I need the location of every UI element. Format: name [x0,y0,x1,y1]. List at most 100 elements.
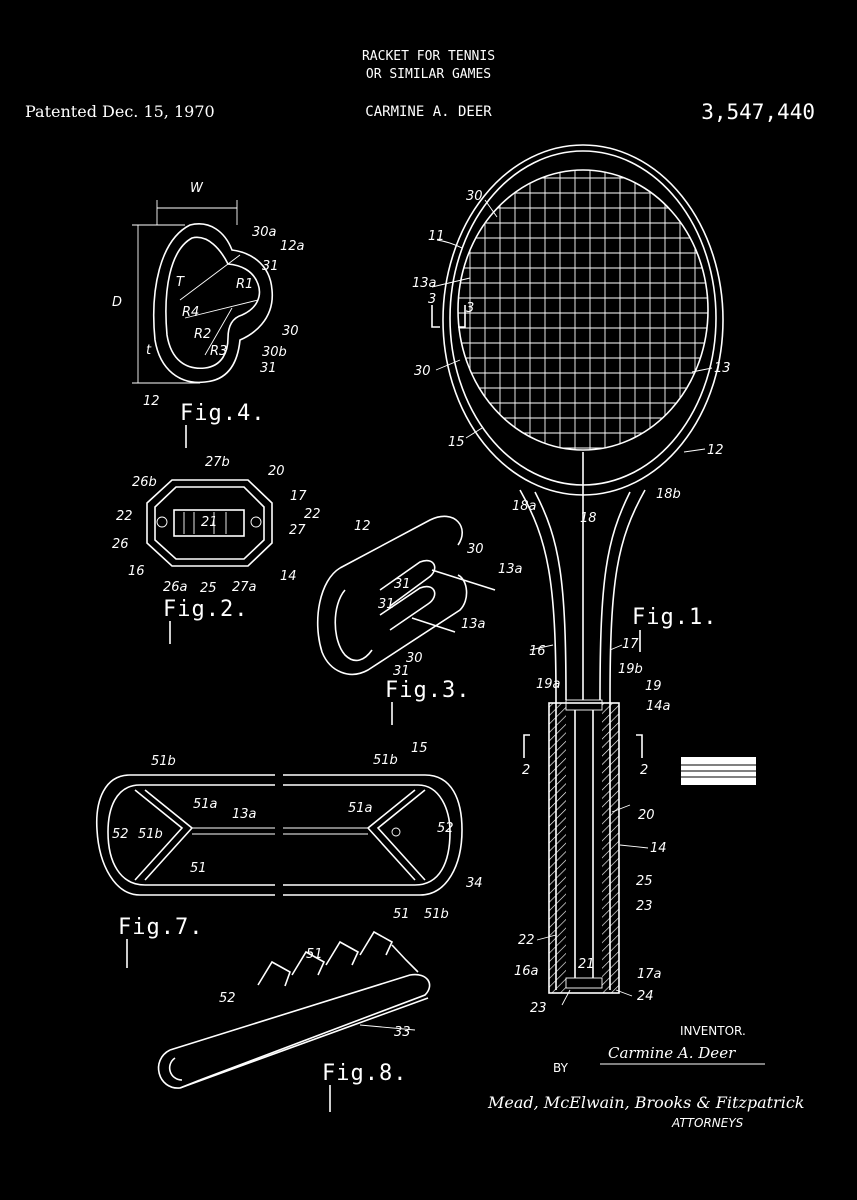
fig7-right-inner [283,784,451,886]
shaft-right-inner [599,491,631,701]
handle-cap [565,699,603,711]
fig7-label: 51a [348,801,373,816]
leader-12 [683,448,706,453]
patent-date: Patented Dec. 15, 1970 [25,102,215,121]
fig7-label: 13a [232,807,257,822]
leader-13 [691,367,713,373]
patent-number: 3,547,440 [701,100,815,124]
fig1-caption: Fig.1. [632,605,717,630]
fig3-label: 31 [393,664,410,679]
fig7-label: 51b [373,753,398,768]
fig4-chord [184,299,259,319]
fig1-label: 15 [448,435,465,450]
handle-butt [565,977,603,989]
fig1-label: 13a [412,276,437,291]
fig3-frame-top [339,515,463,569]
fig7-label: 34 [466,876,483,891]
title-line-1: RACKET FOR TENNIS [361,49,496,64]
fig7-label: 51a [193,797,218,812]
leader-30-left [435,359,461,371]
fig2-core [173,509,245,537]
fig4-label: 30a [252,225,277,240]
leader-20 [611,804,631,813]
fig7-label: 51 [190,861,207,876]
fig8-strip: 51 52 33 Fig.8. [157,930,431,1112]
fig1-label: 23 [636,899,653,914]
inventor-signature: Carmine A. Deer [608,1044,736,1062]
fig1-label: 13 [714,361,731,376]
fig1-label: 30 [466,189,483,204]
fig1-label: 21 [578,957,595,972]
fig7-label: 51 [393,907,410,922]
leader-16 [529,644,554,651]
fig1-label: 17a [637,967,662,982]
fig2-label: 27a [232,580,257,595]
racket-frame-mid [449,150,717,486]
fig2-label: 26a [163,580,188,595]
fig4-label: R2 [194,327,211,342]
fig4-label: 30 [282,324,299,339]
fig3-string-upper [431,569,496,591]
fig7-left-outline [95,774,275,896]
fig1-label: 22 [518,933,535,948]
fig1-label: 30 [414,364,431,379]
fig2-label: 16 [128,564,145,579]
fig3-frame-inner [334,589,373,662]
string-grid [458,170,708,450]
fig1-racket-drawing: 11 30 13a 3 3 30 13 15 12 18a 18 18b 16 … [412,144,731,1016]
leader-17 [609,644,623,651]
fig1-label: 12 [707,443,724,458]
fig4-label: W [190,181,204,196]
fig2-label: 22 [304,507,321,522]
fig1-label: 11 [428,229,445,244]
fig1-label: 16a [514,964,539,979]
shaft-left-outer [519,489,557,990]
fig3-label: 12 [354,519,371,534]
fig4-label: 12a [280,239,305,254]
leader-22 [536,934,557,941]
fig4-label: 31 [260,361,277,376]
fig3-caption: Fig.3. [385,678,470,703]
fig2-label: 27 [289,523,306,538]
fig1-label: 19b [618,662,643,677]
fig3-label: 30 [467,542,484,557]
fig1-label: 17 [622,637,639,652]
fig1-label: 3 [466,301,474,316]
fig4-chord [179,254,241,301]
handle-hatch-left [549,703,566,993]
fig2-caption: Fig.2. [163,597,248,622]
fig2-label: 25 [200,581,217,596]
shaft-right-outer [609,489,646,990]
inventor-block: INVENTOR. Carmine A. Deer BY Mead, McElw… [487,1024,804,1130]
fig2-handle-section: 27b 26b 20 17 22 21 27 22 26 16 26a 25 2… [112,455,321,644]
fig7-label: 51b [424,907,449,922]
fig2-inner-octagon [154,486,265,560]
fig7-caption: Fig.7. [118,915,203,940]
leader-30-top [484,199,498,218]
fig3-label: 31 [394,577,411,592]
fig2-label: 20 [268,464,285,479]
fig3-clip-upper [379,559,436,607]
by-label: BY [553,1061,569,1075]
fig1-label: 14 [650,841,667,856]
fig8-tab [325,940,360,966]
fig4-label: T [176,275,185,290]
fig4-label: R3 [210,344,227,359]
fig1-label: 23 [530,1001,547,1016]
fig2-outer-octagon [146,479,273,567]
fig3-label: 31 [378,597,395,612]
leader-15 [465,427,483,439]
shaft-left-inner [534,491,567,701]
leader-11 [436,239,463,249]
fig3-label: 13a [461,617,486,632]
fig1-label: 19 [645,679,662,694]
fig4-inner-wall [165,236,261,369]
fig1-label: 25 [636,874,653,889]
fig3-clip-lower [379,585,436,631]
fig3-frame-outer [316,567,468,676]
fig1-label: 14a [646,699,671,714]
racket-frame-inner [457,169,709,451]
fig7-label: 51b [138,827,163,842]
leader-33 [359,1024,416,1031]
